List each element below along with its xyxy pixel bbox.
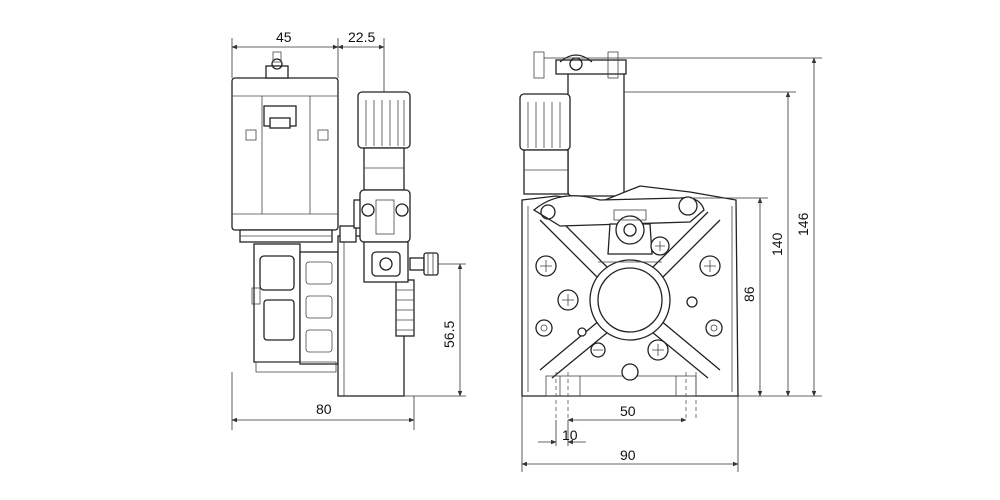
dim-86: 86 [741,286,757,302]
dim-90: 90 [620,447,636,463]
front-dimensions [521,57,822,472]
dim-10: 10 [562,427,578,443]
dim-140: 140 [769,232,785,256]
front-motor [519,51,627,197]
dim-56-5: 56.5 [441,321,457,348]
front-housing [521,185,739,397]
side-view: 45 22.5 80 56.5 [231,29,466,430]
dim-45: 45 [276,29,292,45]
side-knob-column [357,91,439,283]
dim-22-5: 22.5 [348,29,375,45]
dim-50: 50 [620,403,636,419]
side-gearbox [251,243,339,373]
dim-80: 80 [316,401,332,417]
front-view: 90 50 10 86 140 146 [519,51,822,472]
side-dimensions [231,38,466,430]
dim-146: 146 [795,212,811,236]
front-hidden-lines [555,372,697,420]
side-motor [231,51,339,243]
front-screws [535,236,723,381]
